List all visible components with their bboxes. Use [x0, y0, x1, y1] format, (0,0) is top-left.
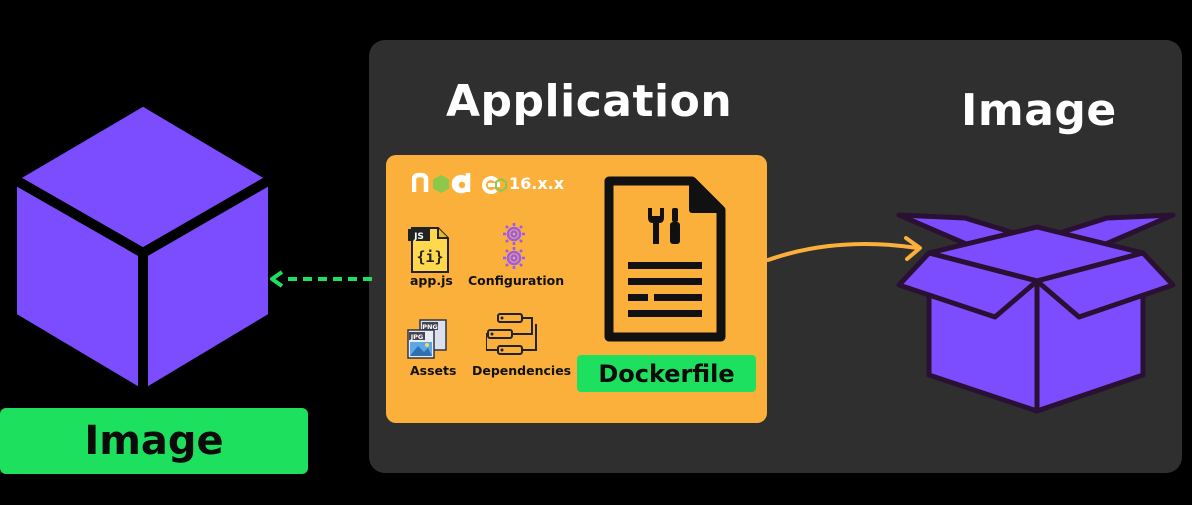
svg-text:{i}: {i}	[416, 248, 443, 266]
open-box-icon	[896, 212, 1176, 414]
svg-text:JPG: JPG	[410, 333, 424, 341]
build-arrow	[766, 236, 922, 262]
dependency-tree-icon	[486, 313, 537, 355]
item-label-app-js: app.js	[410, 273, 453, 288]
js-file-icon: JS {i}	[408, 227, 449, 273]
node-logo	[412, 172, 507, 194]
application-title: Application	[446, 76, 733, 127]
node-version: 16.x.x	[509, 174, 565, 193]
image-badge-left: Image	[0, 408, 308, 474]
cube-icon	[7, 96, 278, 400]
item-label-dependencies: Dependencies	[472, 363, 572, 378]
gears-icon	[503, 223, 525, 269]
svg-text:PNG: PNG	[422, 323, 438, 331]
dockerfile-badge: Dockerfile	[577, 355, 756, 392]
item-label-configuration: Configuration	[468, 273, 565, 288]
image-title: Image	[961, 85, 1117, 136]
dashed-arrow-left	[270, 270, 372, 288]
svg-text:JS: JS	[413, 232, 424, 242]
image-files-icon: PNG JPG	[407, 319, 447, 359]
document-tools-icon	[604, 176, 726, 342]
item-label-assets: Assets	[410, 363, 457, 378]
